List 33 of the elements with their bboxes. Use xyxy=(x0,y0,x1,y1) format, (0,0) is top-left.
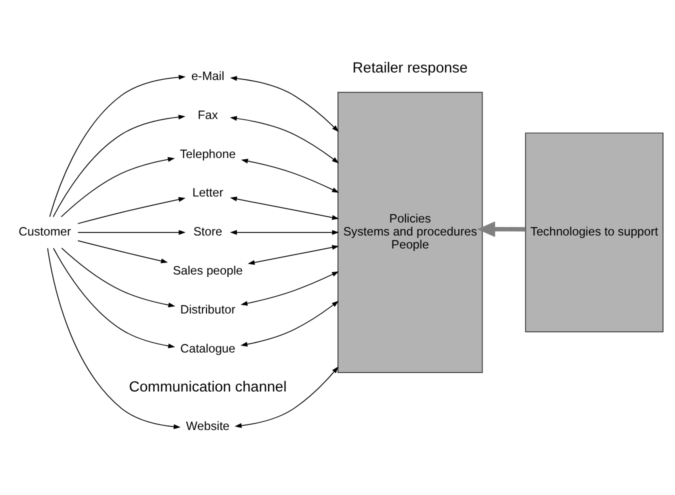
node-text: Sales people xyxy=(172,263,243,278)
arrow xyxy=(477,220,526,237)
arrow xyxy=(60,156,175,217)
node-text: e-Mail xyxy=(191,68,224,83)
node-text: Letter xyxy=(192,185,224,200)
arrow xyxy=(240,270,339,306)
node-box: Technologies to support xyxy=(525,132,664,332)
node-text: Catalogue xyxy=(180,340,236,355)
arrow xyxy=(230,230,340,234)
label: Retailer response xyxy=(352,60,468,76)
arrow xyxy=(234,366,339,428)
arrow xyxy=(230,76,339,132)
arrow xyxy=(230,196,339,220)
arrow xyxy=(77,196,186,224)
node-text: Store xyxy=(193,224,222,238)
arrow xyxy=(241,158,339,192)
node-text: Distributor xyxy=(180,302,236,316)
node-box: Policies Systems and procedures People xyxy=(338,91,483,372)
arrow xyxy=(49,74,186,217)
arrow xyxy=(52,114,186,217)
node-text: Website xyxy=(186,418,230,433)
node-text: Customer xyxy=(18,224,72,238)
arrow xyxy=(47,247,181,429)
arrow xyxy=(248,244,339,264)
arrow xyxy=(240,300,339,346)
label: Communication channel xyxy=(129,379,287,396)
node-text: Fax xyxy=(198,107,218,122)
arrow xyxy=(77,240,168,263)
arrow xyxy=(53,247,176,348)
node-text: Telephone xyxy=(180,146,236,160)
arrow xyxy=(61,247,176,307)
arrow xyxy=(78,230,186,234)
arrow xyxy=(230,116,339,163)
